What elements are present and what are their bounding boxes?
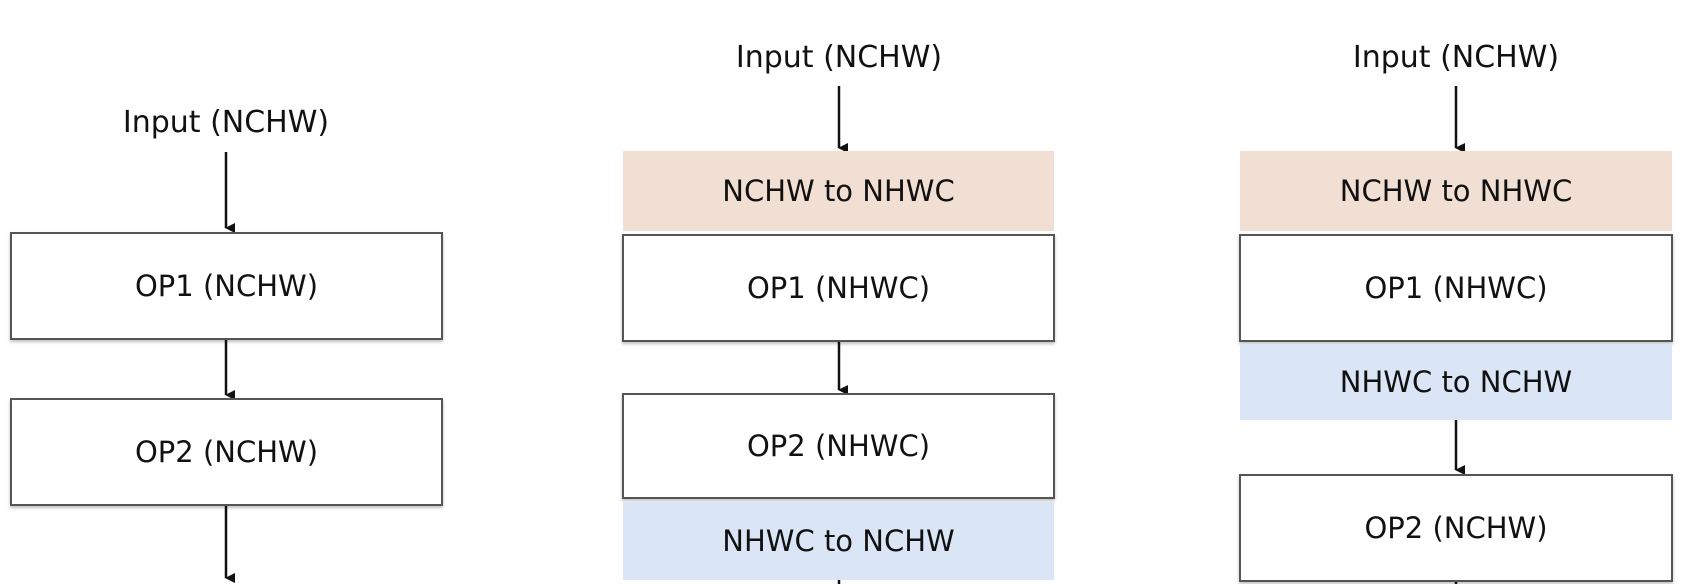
op1-box: OP1 (NHWC) bbox=[1239, 234, 1673, 342]
op1-box: OP1 (NCHW) bbox=[10, 232, 443, 340]
input-label: Input (NCHW) bbox=[122, 105, 330, 140]
op2-box: OP2 (NCHW) bbox=[10, 398, 443, 506]
input-label: Input (NCHW) bbox=[735, 40, 943, 75]
nhwc-to-nchw-box: NHWC to NCHW bbox=[1240, 344, 1672, 420]
op2-box: OP2 (NHWC) bbox=[622, 393, 1055, 499]
nchw-to-nhwc-box: NCHW to NHWC bbox=[623, 151, 1054, 231]
input-label: Input (NCHW) bbox=[1352, 40, 1560, 75]
nchw-to-nhwc-box: NCHW to NHWC bbox=[1240, 151, 1672, 231]
op1-box: OP1 (NHWC) bbox=[622, 234, 1055, 342]
op2-box: OP2 (NCHW) bbox=[1239, 474, 1673, 582]
nhwc-to-nchw-box: NHWC to NCHW bbox=[623, 502, 1054, 580]
